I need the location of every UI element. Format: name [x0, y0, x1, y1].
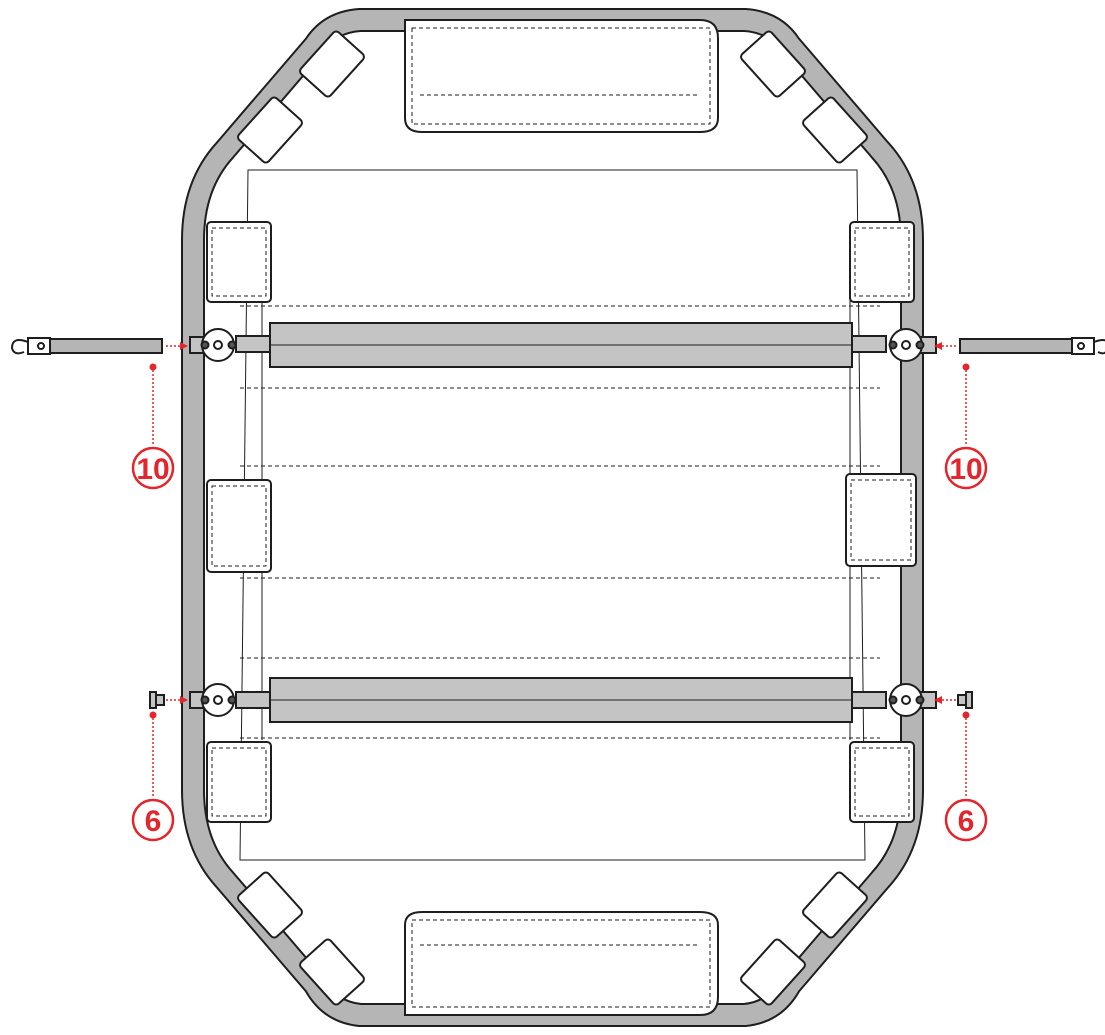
hub-bottom-right [888, 683, 937, 717]
callout-label: 10 [136, 453, 169, 486]
callout-badge-10-right: 10 [944, 446, 988, 490]
hub-top-left [189, 328, 237, 362]
callout-label: 6 [958, 805, 975, 838]
assembly-arrows [166, 342, 956, 704]
callout-badge-10-left: 10 [131, 446, 175, 490]
handle-rod-left [10, 337, 163, 355]
fabric-bed [239, 19, 880, 1016]
callout-badge-6-left: 6 [131, 798, 175, 842]
hub-top-right [888, 328, 937, 362]
corner-straps [237, 30, 868, 1006]
callout-label: 10 [949, 453, 982, 486]
callout-label: 6 [145, 805, 162, 838]
callout-leaders [149, 363, 970, 798]
end-cap-left [149, 691, 165, 709]
callout-badge-6-right: 6 [944, 798, 988, 842]
cross-bars [235, 322, 887, 723]
hub-bottom-left [189, 683, 237, 717]
handle-rod-right [959, 337, 1105, 355]
side-straps [206, 221, 917, 823]
end-cap-right [957, 691, 973, 709]
tubular-frame [181, 8, 924, 1027]
